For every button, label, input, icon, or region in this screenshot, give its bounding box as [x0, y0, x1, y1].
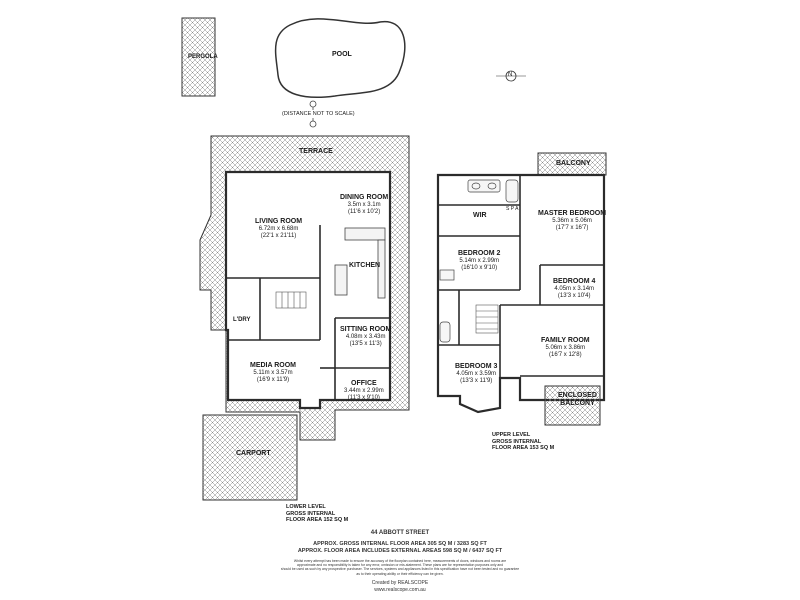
disclaimer: Whilst every attempt has been made to en… [200, 559, 600, 576]
disclaimer-line-4: as to their operating ability or their e… [356, 571, 444, 576]
pool-outline [274, 18, 406, 99]
living-room-metric: 6.72m x 6.68m [258, 226, 299, 232]
disclaimer-line-2: approximate and no responsibility is tak… [296, 563, 504, 568]
distance-arrows [309, 100, 317, 128]
media-room: MEDIA ROOM 5.11m x 3.57m (16'9 x 11'9) [250, 362, 296, 384]
bedroom-4-imperial: (13'3 x 10'4) [557, 293, 591, 299]
bathroom-fixtures [439, 179, 519, 343]
address: 44 ABBOTT STREET [370, 530, 430, 536]
bedroom-4: BEDROOM 4 4.05m x 3.14m (13'3 x 10'4) [553, 278, 595, 300]
sitting-room: SITTING ROOM 4.08m x 3.43m (13'5 x 11'3) [340, 326, 391, 348]
bedroom-3-metric: 4.05m x 3.59m [456, 371, 497, 377]
office-name: OFFICE [351, 380, 377, 387]
enclosed-balcony-area [544, 385, 601, 426]
family-room: FAMILY ROOM 5.06m x 3.86m (16'7 x 12'8) [541, 337, 590, 359]
media-room-metric: 5.11m x 3.57m [253, 370, 293, 376]
bedroom-4-name: BEDROOM 4 [553, 278, 596, 285]
media-room-imperial: (16'9 x 11'9) [256, 377, 290, 383]
office-metric: 3.44m x 2.99m [344, 388, 384, 394]
bedroom-2-metric: 5.14m x 2.99m [459, 258, 500, 264]
enclosed-balcony-line-1: ENCLOSED [558, 392, 597, 399]
living-room-name: LIVING ROOM [255, 218, 303, 225]
website-link[interactable]: www.realscope.com.au [374, 587, 426, 593]
dining-room: DINING ROOM 3.5m x 3.1m (11'6 x 10'2) [340, 194, 388, 216]
dining-room-metric: 3.5m x 3.1m [347, 202, 381, 208]
bedroom-3-imperial: (13'3 x 11'9) [460, 378, 493, 384]
bedroom-3-name: BEDROOM 3 [455, 363, 498, 370]
living-room-imperial: (22'1 x 21'11) [260, 233, 297, 239]
distance-note: (DISTANCE NOT TO SCALE) [282, 111, 355, 117]
master-bedroom-metric: 5.36m x 5.06m [552, 218, 592, 224]
approx-gross-area: APPROX. GROSS INTERNAL FLOOR AREA 305 SQ… [313, 541, 487, 547]
bedroom-4-metric: 4.05m x 3.14m [554, 286, 595, 292]
sitting-room-metric: 4.08m x 3.43m [345, 334, 386, 340]
spa-label: S P A [506, 206, 519, 212]
upper-area-line-3: FLOOR AREA 153 SQ M [492, 445, 555, 451]
carport-area [202, 414, 298, 501]
bedroom-2-name: BEDROOM 2 [458, 250, 501, 257]
kitchen-label: KITCHEN [349, 262, 381, 269]
bedroom-3: BEDROOM 3 4.05m x 3.59m (13'3 x 11'9) [455, 363, 497, 385]
master-bedroom: MASTER BEDROOM 5.36m x 5.06m (17'7 x 16'… [538, 210, 606, 232]
family-room-name: FAMILY ROOM [541, 337, 590, 344]
enclosed-balcony: ENCLOSED BALCONY [558, 392, 597, 408]
kitchen-benches [334, 227, 386, 299]
pergola-area [181, 17, 216, 97]
sitting-room-imperial: (13'5 x 11'3) [349, 341, 382, 347]
master-bedroom-imperial: (17'7 x 16'7) [555, 225, 589, 231]
upper-area-line-1: UPPER LEVEL [492, 432, 531, 438]
office-imperial: (11'3 x 9'10) [347, 395, 380, 401]
master-bedroom-name: MASTER BEDROOM [538, 210, 607, 217]
disclaimer-line-1: Whilst every attempt has been made to en… [293, 559, 507, 563]
living-room: LIVING ROOM 6.72m x 6.68m (22'1 x 21'11) [255, 218, 302, 240]
lower-walls [226, 225, 390, 400]
north-compass-icon [496, 70, 526, 82]
laundry-label: L'DRY [233, 317, 251, 323]
lower-area-line-2: GROSS INTERNAL [286, 510, 336, 517]
bedroom-2-imperial: (16'10 x 9'10) [461, 265, 498, 271]
upper-walls [438, 175, 604, 378]
dining-room-name: DINING ROOM [340, 194, 389, 201]
family-room-metric: 5.06m x 3.86m [545, 345, 586, 351]
upper-area-note: UPPER LEVEL GROSS INTERNAL FLOOR AREA 15… [492, 432, 554, 452]
lower-area-note: LOWER LEVEL GROSS INTERNAL FLOOR AREA 15… [286, 504, 348, 524]
carport-label: CARPORT [236, 450, 271, 457]
pool-label: POOL [332, 51, 352, 58]
created-by: Created by REALSCOPE [371, 580, 429, 586]
sitting-room-name: SITTING ROOM [340, 326, 392, 333]
wir-label: WIR [473, 212, 487, 219]
disclaimer-line-3: should be used as such by any prospectiv… [280, 567, 520, 572]
dining-room-imperial: (11'6 x 10'2) [348, 209, 381, 215]
lower-area-line-3: FLOOR AREA 152 SQ M [286, 517, 349, 523]
media-room-name: MEDIA ROOM [250, 362, 297, 369]
terrace-label: TERRACE [299, 148, 333, 155]
upper-interior [436, 173, 606, 414]
north-label: N [508, 72, 513, 78]
family-room-imperial: (16'7 x 12'8) [548, 352, 582, 358]
enclosed-balcony-line-2: BALCONY [560, 400, 595, 407]
balcony-label: BALCONY [556, 160, 591, 167]
lower-area-line-1: LOWER LEVEL [286, 504, 326, 510]
approx-external-area: APPROX. FLOOR AREA INCLUDES EXTERNAL ARE… [297, 548, 503, 554]
bedroom-2: BEDROOM 2 5.14m x 2.99m (16'10 x 9'10) [458, 250, 500, 272]
upper-area-line-2: GROSS INTERNAL [492, 438, 542, 445]
upper-stairs [475, 304, 499, 334]
lower-stairs [275, 291, 307, 309]
pergola-label: PERGOLA [188, 54, 218, 60]
office: OFFICE 3.44m x 2.99m (11'3 x 9'10) [344, 380, 384, 402]
